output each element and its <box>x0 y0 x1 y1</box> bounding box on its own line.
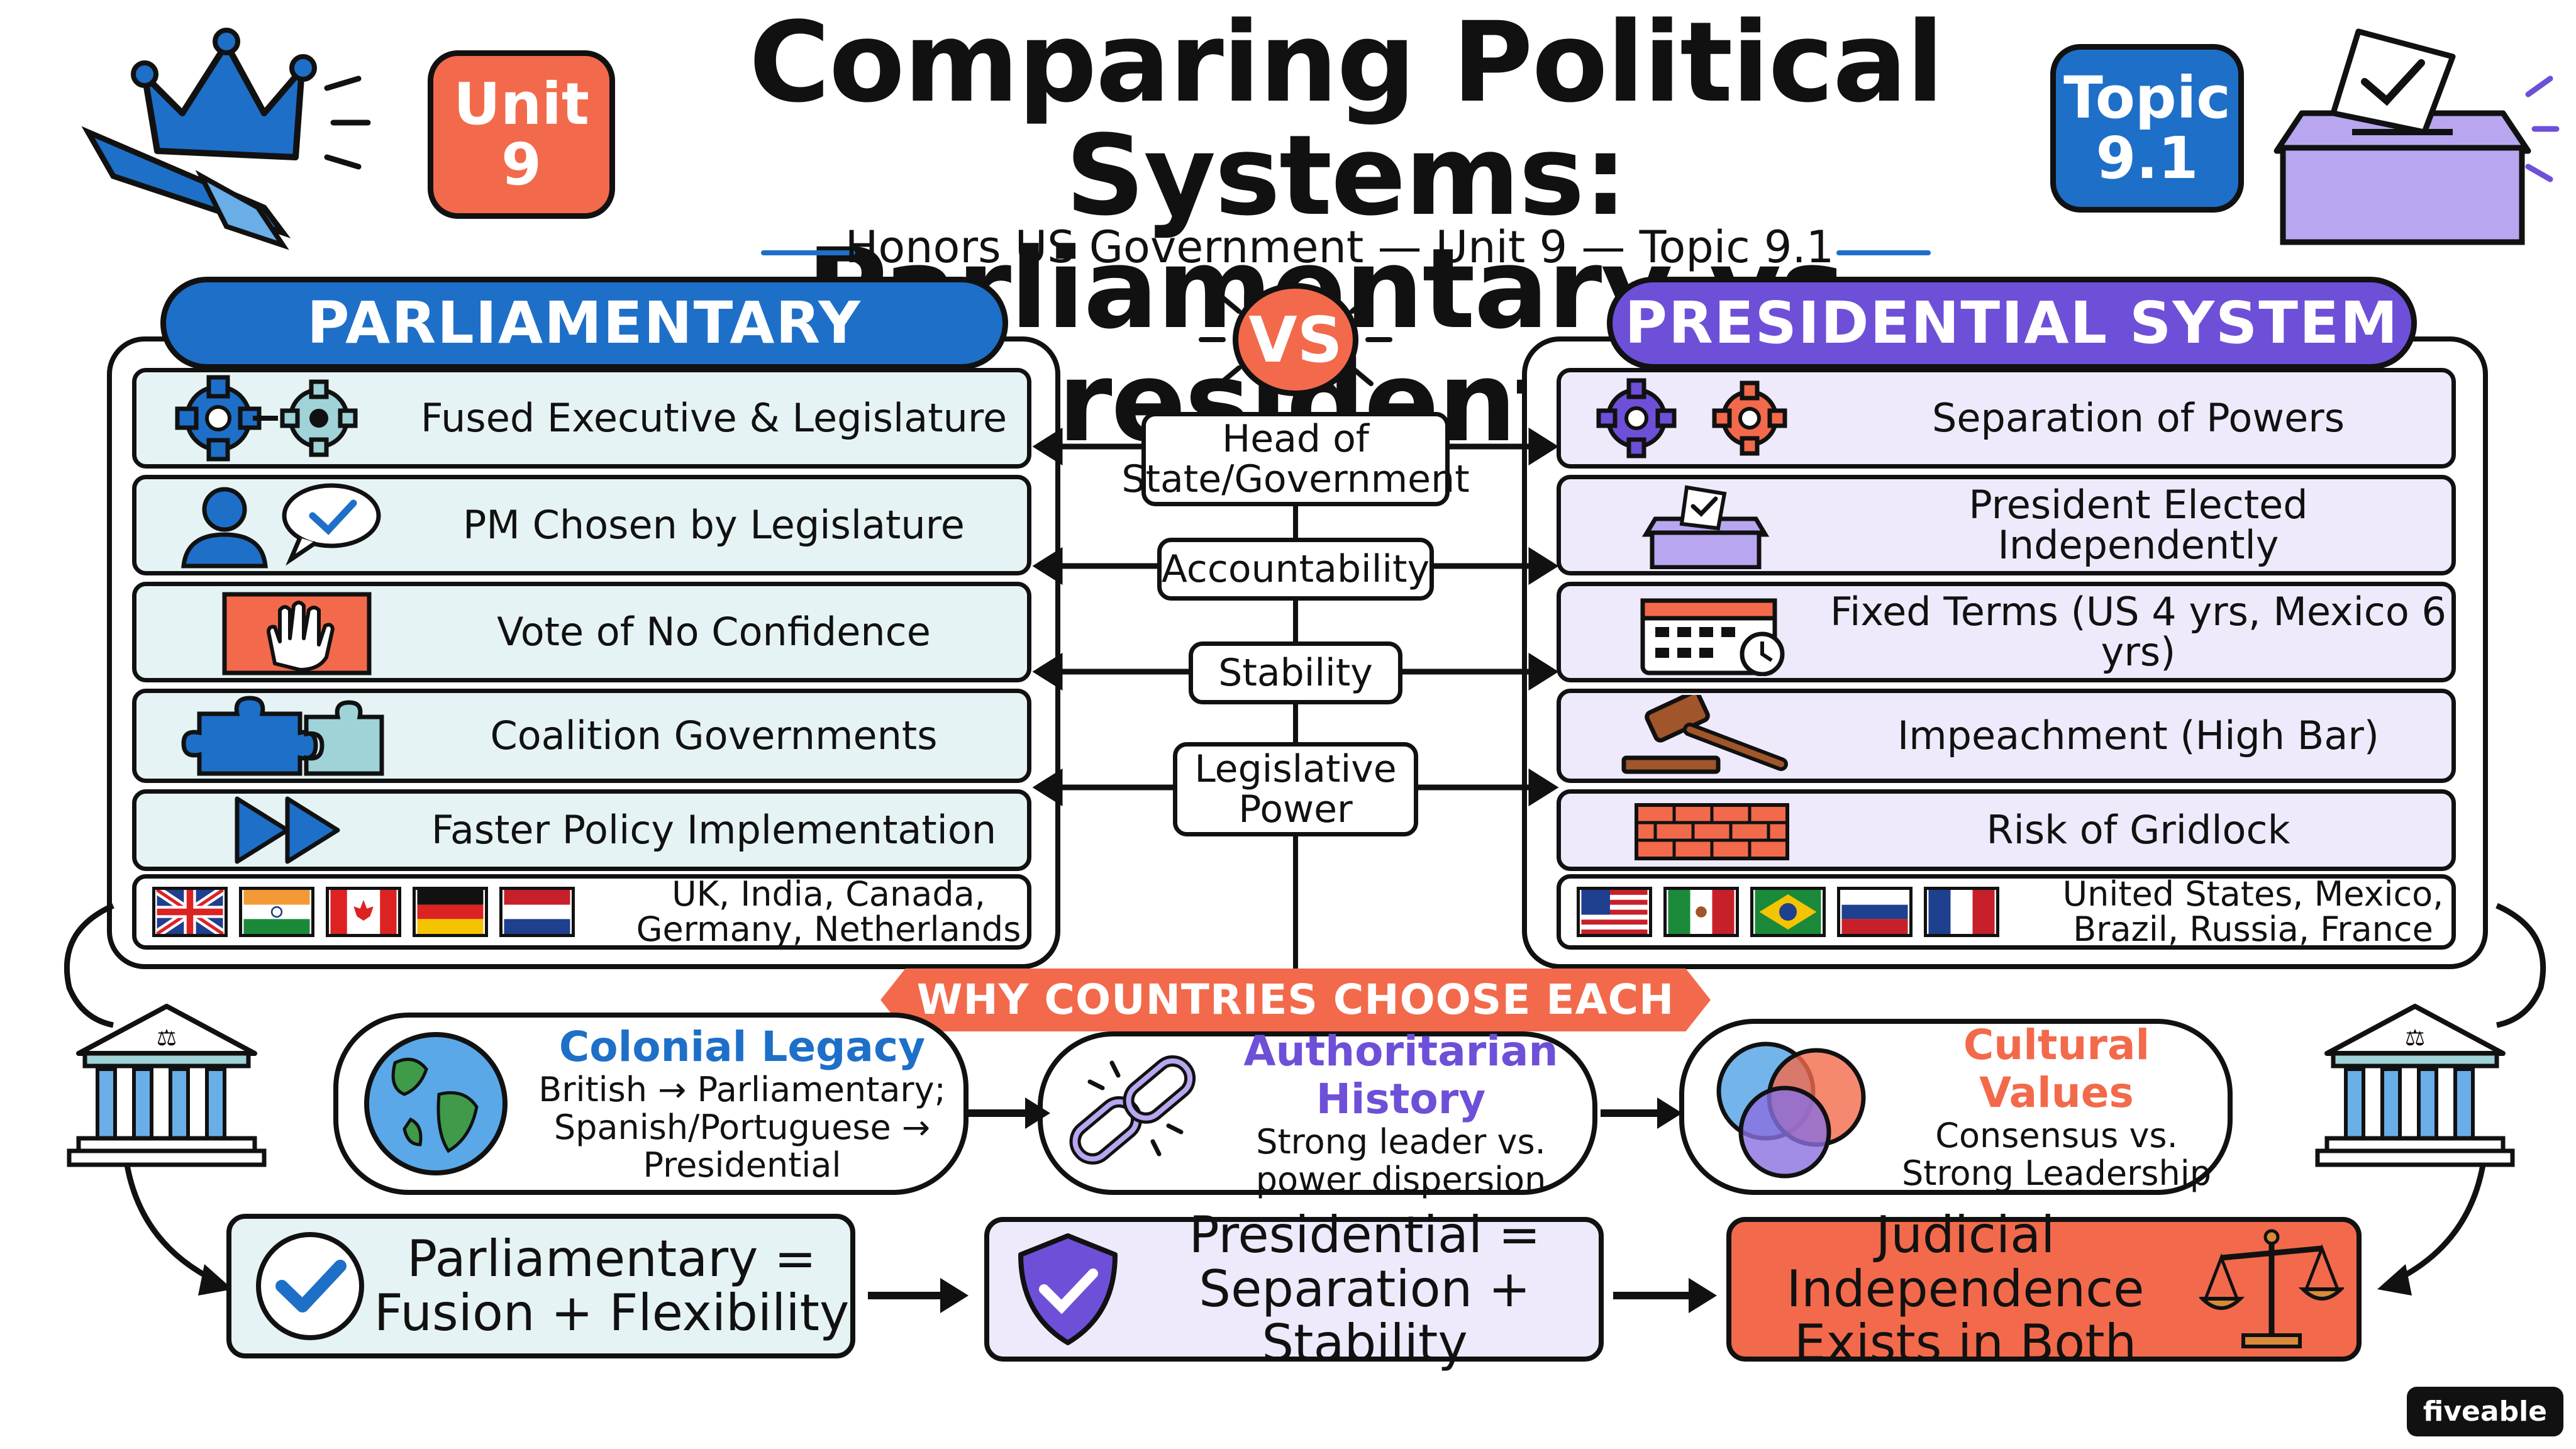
fast-forward-icon <box>235 796 340 864</box>
subtitle-line-right <box>1836 250 1931 255</box>
presidential-row-elected: President Elected Independently <box>1557 475 2456 575</box>
globe-icon <box>364 1032 508 1175</box>
russia-flag-icon <box>1837 887 1913 937</box>
compare-label: Legislative Power <box>1194 747 1397 831</box>
unit-tag: Unit 9 <box>428 50 615 219</box>
conclusion-presidential: Presidential = Separation + Stability <box>984 1208 1604 1370</box>
conclusion-text: Presidential = Separation + Stability <box>1189 1206 1541 1372</box>
parliamentary-countries: UK, India, Canada, Germany, Netherlands <box>636 874 1021 949</box>
gears-icon <box>175 375 358 462</box>
why-banner: WHY COUNTRIES CHOOSE EACH SYSTEM <box>880 969 1711 1031</box>
brick-wall-icon <box>1635 803 1789 860</box>
usa-flag-icon <box>1577 887 1652 937</box>
ballot-box-icon <box>2273 28 2560 245</box>
india-flag-icon <box>239 887 314 937</box>
parliamentary-row-text: Vote of No Confidence <box>497 609 931 655</box>
brand-logo: fiveable <box>2406 1387 2563 1436</box>
broken-chain-icon <box>1069 1055 1196 1165</box>
right-flow-connector <box>2377 902 2546 1296</box>
person-chat-icon <box>181 483 381 569</box>
parliamentary-row-pm: PM Chosen by Legislature <box>132 475 1031 575</box>
government-building-icon: ⚖ <box>2315 1004 2515 1167</box>
parliamentary-heading: PARLIAMENTARY SYSTEM <box>160 277 1008 438</box>
canada-flag-icon <box>326 887 401 937</box>
presidential-heading: PRESIDENTIAL SYSTEM <box>1607 277 2417 370</box>
compare-legislative-power: Legislative Power <box>1173 742 1418 836</box>
why-body: Consensus vs. Strong Leadership <box>1902 1116 2211 1193</box>
brazil-flag-icon <box>1750 887 1826 937</box>
scales-icon <box>2199 1229 2344 1348</box>
shield-check-icon <box>1018 1233 1118 1345</box>
vs-badge: VS <box>1233 283 1358 396</box>
france-flag-icon <box>1924 887 1999 937</box>
left-flow-connector <box>64 902 233 1296</box>
conclusion-arrows <box>868 1278 1717 1313</box>
presidential-row-separation: Separation of Powers <box>1557 368 2456 469</box>
why-body: British → Parliamentary; Spanish/Portugu… <box>538 1070 946 1185</box>
parliamentary-row-text: Fused Executive & Legislature <box>420 395 1008 441</box>
why-title: Colonial Legacy <box>558 1023 926 1071</box>
presidential-row-text: Fixed Terms (US 4 yrs, Mexico 6 yrs) <box>1830 589 2446 675</box>
why-title: Authoritarian History <box>1243 1027 1558 1123</box>
subtitle: Honors US Government — Unit 9 — Topic 9.… <box>845 221 1835 273</box>
venn-icon <box>1716 1041 1866 1179</box>
unit-tag-line2: 9 <box>501 131 541 198</box>
parliamentary-row-coalition: Coalition Governments <box>132 689 1031 783</box>
presidential-row-impeachment: Impeachment (High Bar) <box>1557 689 2456 783</box>
title-line-1: Comparing Political Systems: <box>748 0 1944 240</box>
conclusion-parliamentary: Parliamentary = Fusion + Flexibility <box>226 1214 855 1358</box>
parliamentary-row-fused: Fused Executive & Legislature <box>132 368 1031 469</box>
svg-text:⚖: ⚖ <box>2405 1025 2425 1051</box>
parliamentary-row-text: PM Chosen by Legislature <box>463 502 965 548</box>
mexico-flag-icon <box>1663 887 1739 937</box>
compare-stability: Stability <box>1189 641 1402 704</box>
compare-label: Head of State/Government <box>1121 417 1470 501</box>
puzzle-icon <box>181 696 384 776</box>
why-cultural-values: Cultural Values Consensus vs. Strong Lea… <box>1679 1019 2233 1195</box>
why-authoritarian-history: Authoritarian History Strong leader vs. … <box>1038 1027 1597 1199</box>
vs-label: VS <box>1248 303 1343 377</box>
netherlands-flag-icon <box>499 887 575 937</box>
parliamentary-row-text: Faster Policy Implementation <box>431 807 997 853</box>
why-body: Strong leader vs. power dispersion <box>1255 1122 1546 1199</box>
presidential-row-terms: Fixed Terms (US 4 yrs, Mexico 6 yrs) <box>1557 582 2456 682</box>
compare-label: Accountability <box>1161 547 1430 591</box>
government-building-icon: ⚖ <box>67 1004 267 1167</box>
gavel-icon <box>1621 695 1788 774</box>
compare-label: Stability <box>1218 651 1373 695</box>
germany-flag-icon <box>413 887 488 937</box>
topic-tag-line2: 9.1 <box>2096 125 2199 192</box>
parliamentary-row-noconfidence: Vote of No Confidence <box>132 582 1031 682</box>
why-arrows <box>969 1097 1682 1129</box>
conclusion-text: Judicial Independence Exists in Both <box>1786 1206 2145 1372</box>
separate-gears-icon <box>1596 378 1787 458</box>
raised-hand-icon <box>222 592 372 675</box>
parliamentary-row-text: Coalition Governments <box>490 713 938 758</box>
svg-text:⚖: ⚖ <box>157 1025 177 1051</box>
conclusion-text: Parliamentary = Fusion + Flexibility <box>374 1230 850 1342</box>
presidential-row-text: Separation of Powers <box>1931 395 2345 441</box>
presidential-row-text: Impeachment (High Bar) <box>1897 713 2379 758</box>
parliamentary-row-faster: Faster Policy Implementation <box>132 789 1031 871</box>
presidential-countries: United States, Mexico, Brazil, Russia, F… <box>2062 874 2444 949</box>
parliamentary-countries-row: UK, India, Canada, Germany, Netherlands <box>132 874 1031 950</box>
checkmark-icon <box>256 1232 364 1340</box>
compare-head-of-state: Head of State/Government <box>1121 412 1470 506</box>
calendar-clock-icon <box>1640 598 1785 676</box>
subtitle-line-left <box>761 250 855 255</box>
topic-tag: Topic 9.1 <box>2050 44 2244 213</box>
presidential-row-text: President Elected Independently <box>1968 482 2308 568</box>
uk-flag-icon <box>152 887 228 937</box>
why-title: Cultural Values <box>1963 1021 2150 1117</box>
compare-accountability: Accountability <box>1157 538 1434 601</box>
why-colonial-legacy: Colonial Legacy British → Parliamentary;… <box>333 1013 969 1195</box>
presidential-row-text: Risk of Gridlock <box>1986 807 2290 853</box>
presidential-row-gridlock: Risk of Gridlock <box>1557 789 2456 871</box>
topic-tag-line1: Topic <box>2063 64 2231 131</box>
crown-icon <box>81 28 371 250</box>
unit-tag-line1: Unit <box>453 70 589 138</box>
conclusion-judicial: Judicial Independence Exists in Both <box>1726 1208 2362 1370</box>
presidential-countries-row: United States, Mexico, Brazil, Russia, F… <box>1557 874 2456 950</box>
ballot-box-icon <box>1641 485 1770 569</box>
